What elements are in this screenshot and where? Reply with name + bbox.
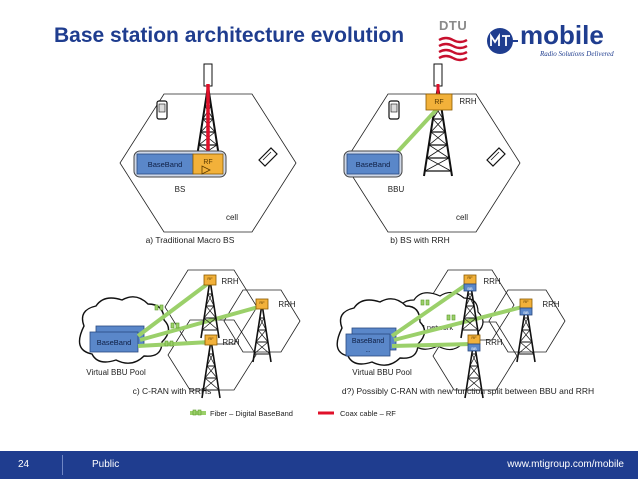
dtu-logo-text: DTU xyxy=(439,18,468,33)
panel-a-antenna-icon xyxy=(203,63,213,87)
panel-d-baseband-box xyxy=(345,333,391,357)
panel-a-rf-label: RF xyxy=(203,159,212,166)
panel-d-fiber-to-right-rrh xyxy=(393,304,527,342)
mtg-emblem-icon xyxy=(487,28,518,54)
panel-a-rf-box xyxy=(192,153,224,175)
panel-d-bb-bottom-label: BB xyxy=(471,346,477,351)
classification-label: Public xyxy=(92,459,120,470)
panel-a-phone-icon xyxy=(156,100,168,120)
panel-d-fiber-to-bottom-rrh xyxy=(391,342,473,348)
panel-a-baseband-label: BaseBand xyxy=(148,160,183,169)
panel-d-cran-new-split: FH network BaseBand ... RF BB RRH RF BB … xyxy=(336,269,594,399)
panel-b-antenna-icon xyxy=(433,63,443,87)
panel-c-fiber-to-top-rrh xyxy=(136,280,212,338)
panel-d-pool-label: Virtual BBU Pool xyxy=(352,368,412,377)
panel-b-baseband-box xyxy=(346,153,400,175)
panel-b-baseband-label: BaseBand xyxy=(356,160,391,169)
panel-c-fiber-to-bottom-rrh xyxy=(137,340,211,348)
panel-c-baseband-box xyxy=(89,331,139,353)
panel-c-rf-right-label: RF xyxy=(259,300,265,305)
dtu-logo: DTU xyxy=(436,18,476,66)
mtg-tagline: Radio Solutions Delivered xyxy=(540,50,614,58)
panel-d-fiber-to-top-rrh xyxy=(390,280,472,338)
panel-c-rrh-right-label: RRH xyxy=(278,300,296,309)
panel-d-bb-right-label: BB xyxy=(523,310,529,315)
panel-b-rrh-label: RRH xyxy=(459,97,477,106)
panel-d-baseband-label: BaseBand xyxy=(352,338,384,345)
panel-c-cell-hexagon-bottom xyxy=(167,319,257,391)
panel-c-fiber-to-right-rrh xyxy=(139,304,263,342)
panel-d-rf-right-label: RF xyxy=(523,299,529,304)
panel-d-caption: d?) Possibly C-RAN with new function spl… xyxy=(342,386,594,396)
page-number: 24 xyxy=(18,459,30,470)
panel-d-fh-label: FH network xyxy=(415,323,454,332)
footer-url-link[interactable]: www.mtigroup.com/mobile xyxy=(507,459,624,470)
legend-coax-label: Coax cable – RF xyxy=(340,409,396,418)
legend: Fiber – Digital BaseBand Coax cable – RF xyxy=(190,409,396,418)
panel-a-cell-label: cell xyxy=(226,213,238,222)
panel-c-caption: c) C-RAN with RRHs xyxy=(133,386,212,396)
panel-c-pool-label: Virtual BBU Pool xyxy=(86,368,146,377)
panel-a-flip-phone-icon xyxy=(258,147,278,167)
slide-title: Base station architecture evolution xyxy=(54,24,405,47)
dtu-wave-icon xyxy=(438,36,468,62)
panel-c-baseband-label: BaseBand xyxy=(97,338,132,347)
footer-divider xyxy=(62,455,63,475)
panel-c-rrh-bottom-label: RRH xyxy=(222,338,240,347)
panel-d-cell-hexagon-bottom xyxy=(432,321,518,391)
panel-d-rf-top-label: RF xyxy=(467,275,473,280)
panel-a-cell-hexagon xyxy=(119,93,297,233)
panel-c-cell-hexagon-top xyxy=(164,269,258,345)
panel-a-amplifier-icon xyxy=(201,165,211,175)
panel-c-tower-right-icon xyxy=(252,303,272,363)
panel-b-rf-label: RF xyxy=(434,99,443,106)
panel-d-bb-top-label: BB xyxy=(467,286,473,291)
panel-c-rf-top-label: RF xyxy=(207,276,213,281)
panel-a-traditional-macro-bs: BaseBand RF BS cell a) Traditional Macro… xyxy=(119,63,297,245)
panel-d-rrh-top-label: RRH xyxy=(483,277,501,286)
panel-b-caption: b) BS with RRH xyxy=(390,235,450,245)
panel-b-bbu-label: BBU xyxy=(388,185,405,194)
panel-d-cell-hexagon-right xyxy=(488,289,566,353)
mtg-mobile-wordmark: mobile xyxy=(520,20,604,50)
panel-d-baseband-sub: ... xyxy=(365,348,370,354)
panel-d-rrh-right-label: RRH xyxy=(542,300,560,309)
panel-a-caption: a) Traditional Macro BS xyxy=(146,235,235,245)
legend-fiber-label: Fiber – Digital BaseBand xyxy=(210,409,293,418)
panel-c-rrh-top-label: RRH xyxy=(221,277,239,286)
panel-b-rrh-box xyxy=(425,93,453,111)
panel-c-cran-with-rrhs: BaseBand RF RRH RF RRH RF RRH Virtual BB… xyxy=(78,269,301,399)
panel-c-cell-hexagon-right xyxy=(223,289,301,353)
panel-d-rrh-bottom-label: RRH xyxy=(485,338,503,347)
architecture-diagram: BaseBand RF BS cell a) Traditional Macro… xyxy=(78,63,594,418)
panel-d-rf-bottom-label: RF xyxy=(471,335,477,340)
panel-b-cell-label: cell xyxy=(456,213,468,222)
footer-bar: 24 Public www.mtigroup.com/mobile xyxy=(0,451,638,479)
panel-b-bs-with-rrh: RF RRH BaseBand BBU cell b) BS with RRH xyxy=(343,63,521,245)
mtg-mobile-logo: mobile Radio Solutions Delivered xyxy=(484,20,630,64)
panel-a-bs-label: BS xyxy=(175,185,186,194)
panel-b-phone-icon xyxy=(388,100,400,120)
panel-b-flip-phone-icon xyxy=(486,147,506,167)
panel-c-rf-bottom-label: RF xyxy=(208,336,214,341)
